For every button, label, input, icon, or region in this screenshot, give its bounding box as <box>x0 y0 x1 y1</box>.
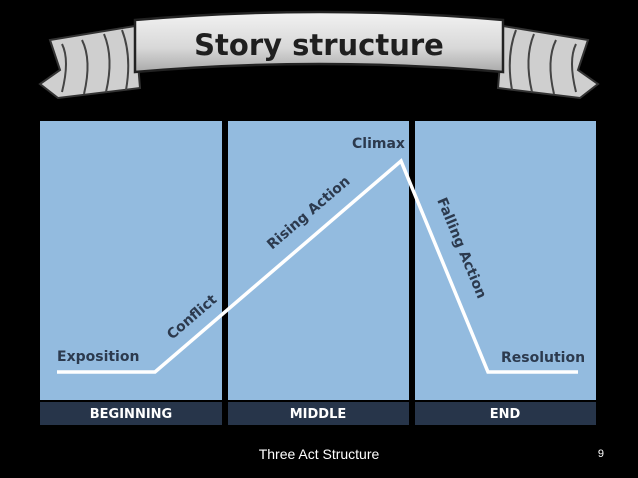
band-beginning <box>40 402 222 425</box>
label-climax: Climax <box>352 136 405 152</box>
page-title: Story structure <box>194 28 444 62</box>
title-banner: Story structure <box>38 10 600 100</box>
label-resolution: Resolution <box>501 350 585 366</box>
slide-number: 9 <box>597 448 604 460</box>
banner-left-tail <box>38 24 142 100</box>
act-label-beginning: BEGINNING <box>90 407 172 422</box>
three-act-diagram: BEGINNING MIDDLE END Exposition Conflict… <box>40 121 596 425</box>
plot-line <box>57 158 578 374</box>
panel-beginning <box>40 121 222 400</box>
label-exposition: Exposition <box>57 349 139 365</box>
panel-end <box>415 121 596 400</box>
act-label-middle: MIDDLE <box>290 407 347 422</box>
banner-right-tail <box>496 24 600 100</box>
act-label-end: END <box>490 407 521 422</box>
slide-caption: Three Act Structure <box>258 446 380 462</box>
band-middle <box>228 402 409 425</box>
banner-ribbon <box>133 10 505 74</box>
band-end <box>415 402 596 425</box>
panel-middle <box>228 121 409 400</box>
